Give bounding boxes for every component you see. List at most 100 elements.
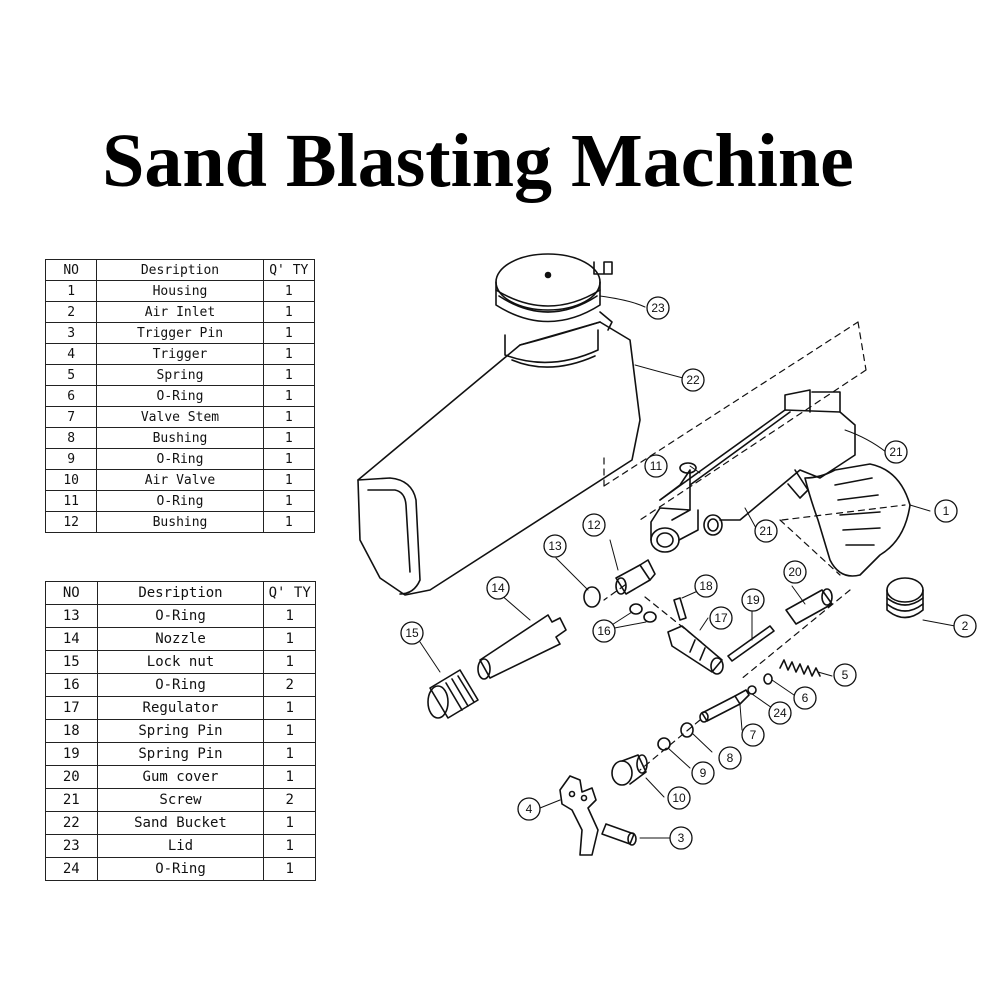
- o-ring-11-drawing: [679, 462, 697, 474]
- part-description: Regulator: [96, 696, 265, 720]
- callout-label: 1: [943, 504, 950, 518]
- callout-label: 4: [526, 802, 533, 816]
- callout-label: 22: [686, 373, 700, 387]
- header-no: NO: [45, 581, 98, 605]
- callout-circle: [953, 614, 977, 638]
- callout-label: 23: [651, 301, 665, 315]
- o-ring-13-drawing: [583, 586, 601, 608]
- callout-label: 5: [842, 668, 849, 682]
- header-qty: Q' TY: [263, 581, 316, 605]
- callout-circle: [400, 621, 424, 645]
- sand-bucket-drawing: [357, 321, 641, 596]
- assembly-guide-lines: [603, 321, 906, 771]
- part-quantity: 1: [263, 696, 316, 720]
- callout-circle: [592, 619, 616, 643]
- callout-label: 21: [759, 524, 773, 538]
- part-description: Screw: [96, 788, 265, 812]
- lid-drawing: [495, 253, 613, 331]
- callout-circle: [934, 499, 958, 523]
- callout-circle: [833, 663, 857, 687]
- callout-label: 19: [746, 593, 760, 607]
- callout-circle: [681, 368, 705, 392]
- callout-circle: [669, 826, 693, 850]
- o-ring-16a-drawing: [629, 603, 643, 615]
- part-number: 2: [44, 301, 98, 323]
- leader-lines: [419, 295, 956, 839]
- callout-circle: [646, 296, 670, 320]
- callout-circle: [783, 560, 807, 584]
- part-quantity: 1: [263, 811, 316, 835]
- part-quantity: 1: [262, 511, 316, 533]
- part-quantity: 2: [263, 788, 316, 812]
- part-number: 24: [45, 857, 98, 881]
- table-header-row: NO Desription Q' TY: [45, 581, 316, 605]
- callout-label: 21: [889, 445, 903, 459]
- callout-circle: [517, 797, 541, 821]
- callout-label: 11: [650, 459, 663, 473]
- callout-circle: [691, 761, 715, 785]
- callout-circle: [486, 576, 510, 600]
- callout-label: 3: [678, 831, 685, 845]
- part-description: Air Valve: [96, 469, 264, 491]
- part-quantity: 1: [263, 857, 316, 881]
- callout-label: 9: [700, 766, 707, 780]
- callout-label: 8: [727, 751, 734, 765]
- spring-pin-18-drawing: [673, 597, 687, 621]
- header-description: Desription: [96, 581, 265, 605]
- callout-circle: [741, 588, 765, 612]
- callout-label: 6: [802, 691, 809, 705]
- part-description: Trigger: [96, 343, 264, 365]
- gum-cover-drawing: [785, 588, 833, 625]
- table-header-row: NO Desription Q' TY: [44, 259, 316, 281]
- part-description: Valve Stem: [96, 406, 264, 428]
- page-title: Sand Blasting Machine: [102, 118, 854, 203]
- part-number: 3: [44, 322, 98, 344]
- part-number: 21: [45, 788, 98, 812]
- o-ring-24-drawing: [747, 685, 757, 695]
- callout-circle: [718, 746, 742, 770]
- part-number: 20: [45, 765, 98, 789]
- callout-label: 12: [587, 518, 601, 532]
- callout-label: 17: [714, 611, 728, 625]
- trigger-drawing: [559, 775, 599, 856]
- air-inlet-drawing: [886, 577, 924, 619]
- bushing-12-drawing: [615, 559, 656, 595]
- spring-pin-19-drawing: [727, 625, 775, 662]
- callout-label: 7: [750, 728, 757, 742]
- callout-label: 13: [548, 539, 562, 553]
- part-description: Lid: [96, 834, 265, 858]
- callout-label: 2: [962, 619, 969, 633]
- part-number: 10: [44, 469, 98, 491]
- callout-circle: [644, 454, 668, 478]
- o-ring-6-drawing: [763, 673, 773, 685]
- trigger-pin-drawing: [601, 823, 637, 846]
- part-description: O-Ring: [96, 604, 265, 628]
- callout-circle: [709, 606, 733, 630]
- o-ring-16b-drawing: [643, 611, 657, 623]
- callout-label: 16: [597, 624, 611, 638]
- nozzle-drawing: [477, 614, 567, 680]
- callout-circle: [754, 519, 778, 543]
- part-description: Spring Pin: [96, 742, 265, 766]
- callout-label: 15: [405, 626, 419, 640]
- part-quantity: 1: [263, 719, 316, 743]
- part-quantity: 2: [263, 673, 316, 697]
- callout-label: 18: [699, 579, 713, 593]
- part-number: 19: [45, 742, 98, 766]
